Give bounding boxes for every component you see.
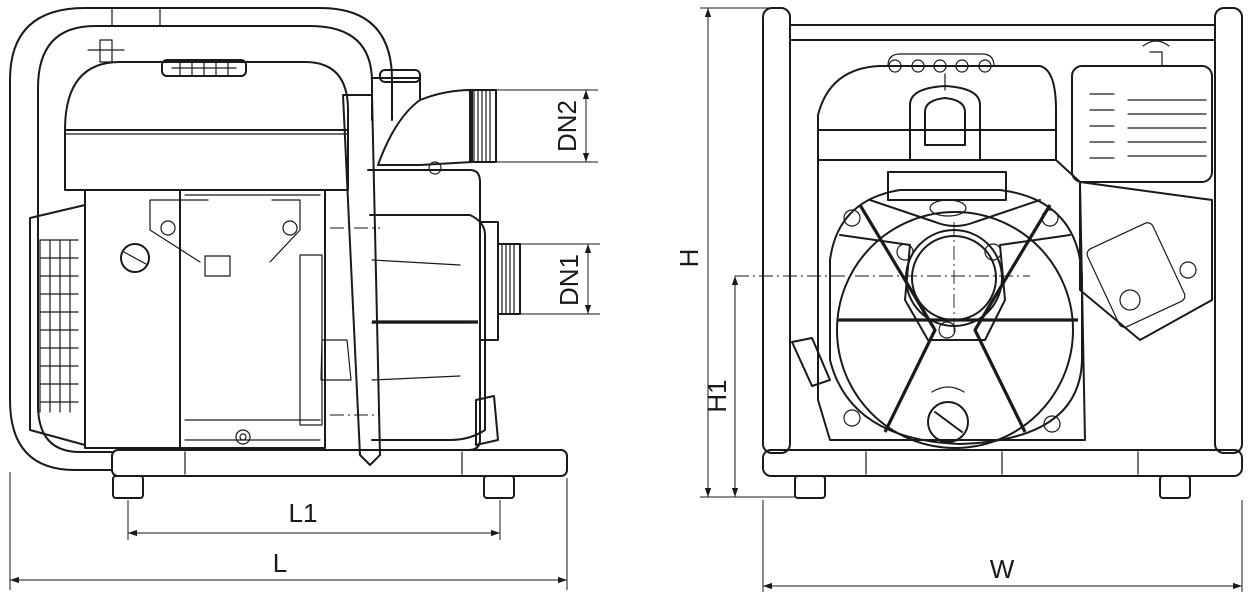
front-dimensions [700,7,1243,592]
side-engine-block [84,189,352,449]
dimension-w-label: W [990,554,1015,584]
front-volute-bolts [843,209,1061,433]
dimension-l1-label: L1 [289,498,318,528]
dimension-l-label: L [273,548,287,578]
side-dimensions [9,89,600,590]
front-frame [762,7,1243,499]
side-roll-frame [9,7,393,471]
side-frame-post [342,94,381,466]
side-view [9,7,600,590]
side-pump-housing [367,69,521,451]
side-base [111,449,568,499]
side-fuel-tank [64,39,349,191]
front-pump-volute [791,171,1083,449]
front-fuel-tank [817,53,1057,161]
front-engine-block [817,159,1086,441]
front-air-cleaner [1071,40,1213,341]
front-view [700,7,1243,592]
dimension-dn2-label: DN2 [552,100,582,152]
dimension-h-label: H [674,249,704,268]
dimension-h1-label: H1 [702,379,732,412]
dimension-dn1-label: DN1 [554,254,584,306]
